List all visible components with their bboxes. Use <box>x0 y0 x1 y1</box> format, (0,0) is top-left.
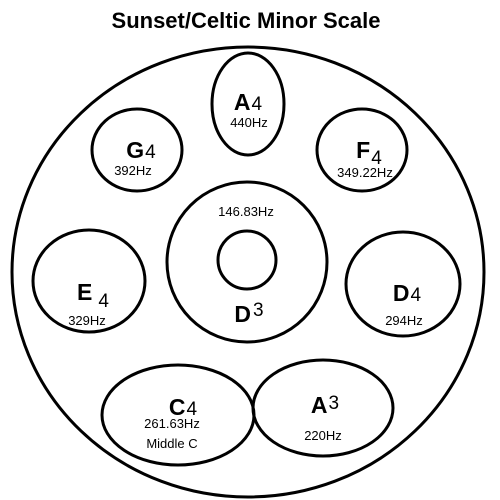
f4-note-octave: 4 <box>371 148 382 169</box>
g4-note-letter: G <box>126 137 144 163</box>
f4-frequency: 349.22Hz <box>337 165 393 180</box>
a4-note-label: A4 <box>234 89 263 115</box>
outer-circle <box>10 45 486 499</box>
ding-note-octave: 3 <box>253 300 264 321</box>
tone-field-f4 <box>315 107 409 193</box>
c4-note-label: C4 <box>169 394 198 420</box>
e4-frequency: 329Hz <box>68 313 106 328</box>
a3-note-letter: A <box>311 392 328 418</box>
g4-note-label: G4 <box>126 137 156 163</box>
d4-note-letter: D <box>393 280 410 306</box>
a4-note-letter: A <box>234 89 251 115</box>
a3-note-octave: 3 <box>329 393 340 414</box>
c4-note-octave: 4 <box>187 399 198 420</box>
tone-field-g4 <box>90 107 184 193</box>
tone-field-a4 <box>210 51 286 157</box>
a4-frequency: 440Hz <box>230 115 268 130</box>
a3-frequency: 220Hz <box>304 428 342 443</box>
c4-frequency: 261.63Hz <box>144 416 200 431</box>
c4-note-letter: C <box>169 394 186 420</box>
d4-frequency: 294Hz <box>385 313 423 328</box>
g4-note-octave: 4 <box>145 142 156 163</box>
g4-frequency: 392Hz <box>114 163 152 178</box>
ding-note-letter: D <box>234 301 251 327</box>
f4-note-label: F4 <box>356 137 382 169</box>
c4-middle-c-label: Middle C <box>146 436 197 451</box>
a3-note-label: A3 <box>311 392 339 418</box>
a4-note-octave: 4 <box>252 94 263 115</box>
tone-field-e4 <box>31 228 147 334</box>
f4-note-letter: F <box>356 137 370 163</box>
e4-note-octave: 4 <box>98 291 109 312</box>
ding-frequency: 146.83Hz <box>218 204 274 219</box>
diagram-title: Sunset/Celtic Minor Scale <box>112 8 381 33</box>
ding-outer-ring <box>165 180 329 344</box>
tone-field-a3 <box>251 358 395 458</box>
e4-note-letter: E <box>77 279 92 305</box>
ding-dome <box>216 229 278 291</box>
d4-note-label: D4 <box>393 280 422 306</box>
tone-field-d4 <box>344 230 462 338</box>
d4-note-octave: 4 <box>411 285 422 306</box>
